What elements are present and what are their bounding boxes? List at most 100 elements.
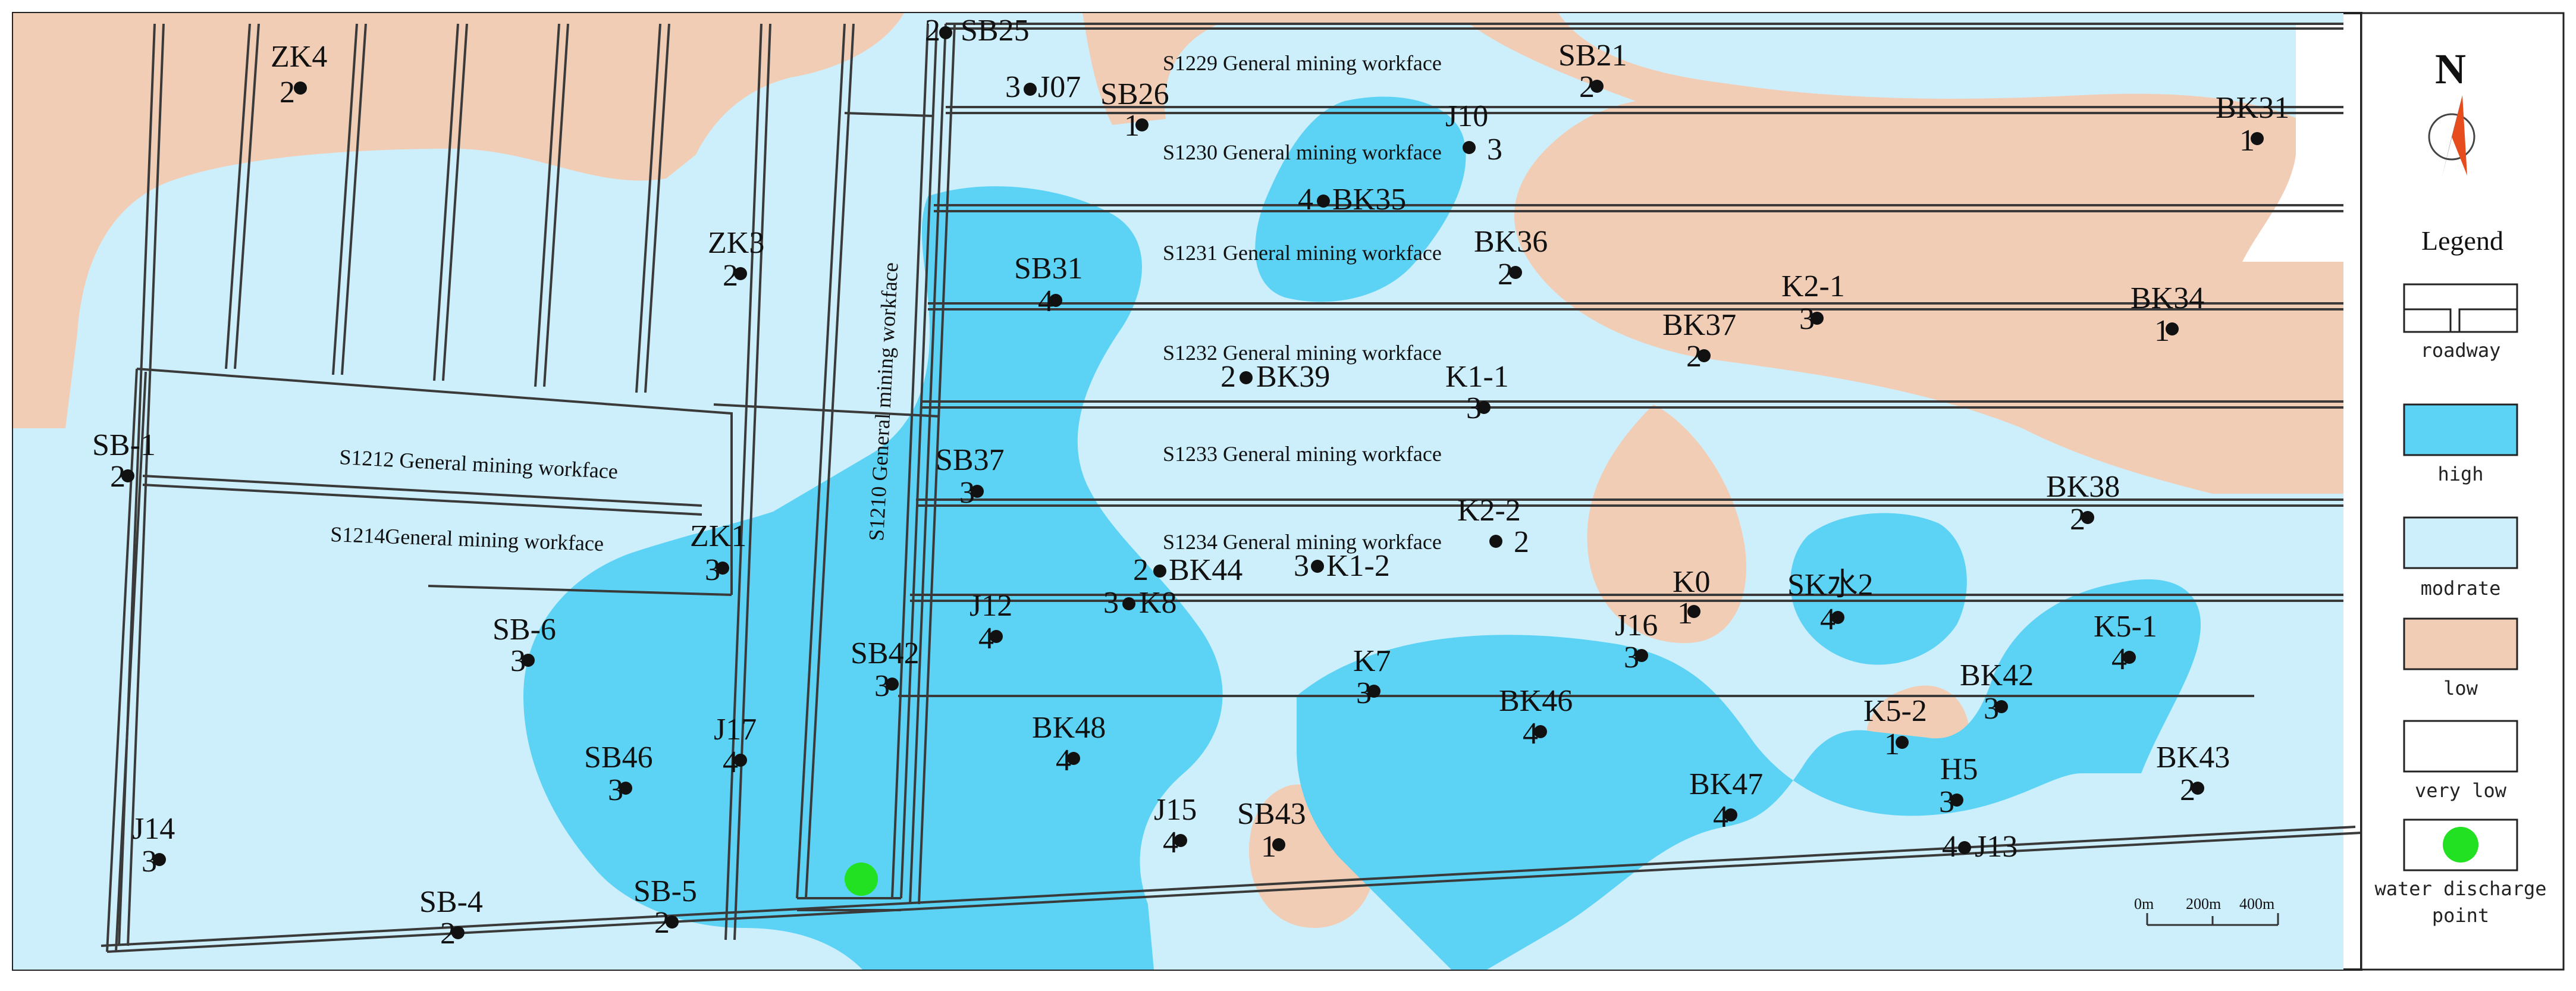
borehole-dot: [1317, 195, 1330, 208]
borehole-dot: [619, 782, 632, 795]
borehole-name: K2-1: [1781, 269, 1845, 303]
borehole-dot: [1024, 83, 1037, 96]
scale-bar: 0m 200m 400m: [2134, 895, 2279, 926]
borehole-name: J10: [1445, 99, 1488, 133]
borehole-dot: [451, 926, 465, 939]
label-s1231: S1231 General mining workface: [1163, 241, 1442, 265]
scale-label-0: 0m: [2134, 895, 2154, 912]
borehole-dot: [1489, 535, 1502, 548]
borehole-SB-4: SB-42: [419, 885, 483, 951]
scale-label-400: 400m: [2239, 895, 2274, 912]
borehole-dot: [716, 562, 729, 575]
legend-title: Legend: [2421, 225, 2503, 256]
borehole-class: 3: [1294, 549, 1309, 583]
borehole-name: J12: [969, 589, 1012, 623]
legend-item-roadway: roadway: [2403, 283, 2518, 362]
borehole-dot: [1724, 808, 1737, 821]
legend-item-very-low: very low: [2403, 720, 2518, 802]
borehole-class: 2: [280, 76, 295, 109]
borehole-class: 3: [1103, 586, 1119, 620]
borehole-class: 2: [2070, 503, 2085, 537]
borehole-class: 4: [2111, 642, 2127, 676]
borehole-dot: [1950, 794, 1963, 807]
label-s1232: S1232 General mining workface: [1163, 341, 1442, 365]
borehole-name: BK46: [1499, 684, 1573, 718]
borehole-class: 4: [1163, 826, 1178, 860]
legend-label-discharge-1: water discharge: [2375, 877, 2547, 900]
borehole-dot: [1958, 841, 1971, 854]
label-s1230: S1230 General mining workface: [1163, 140, 1442, 164]
borehole-dot: [734, 754, 747, 767]
borehole-name: SB25: [961, 14, 1030, 48]
legend-label-very-low: very low: [2415, 779, 2507, 802]
legend-label-high: high: [2437, 463, 2483, 485]
borehole-name: BK34: [2131, 281, 2204, 315]
borehole-name: SB-4: [419, 885, 483, 919]
legend-label-discharge-2: point: [2432, 904, 2489, 927]
borehole-dot: [666, 915, 679, 929]
borehole-class: 3: [959, 476, 975, 510]
borehole-SB-6: SB-63: [492, 613, 556, 678]
borehole-name: K7: [1353, 644, 1391, 678]
borehole-class: 4: [1056, 744, 1071, 777]
borehole-class: 1: [1124, 109, 1140, 143]
borehole-K5-2: K5-21: [1863, 694, 1927, 761]
borehole-dot: [2081, 511, 2094, 524]
roadways: [101, 23, 2362, 953]
borehole-class: 2: [1579, 70, 1595, 104]
borehole-class: 1: [1261, 830, 1276, 864]
borehole-name: SB42: [851, 636, 920, 670]
borehole-class: 3: [142, 845, 157, 879]
borehole-class: 4: [1523, 717, 1538, 751]
borehole-dot: [1698, 349, 1711, 362]
borehole-class: 2: [1514, 525, 1529, 559]
borehole-name: SK水2: [1787, 568, 1873, 602]
borehole-class: 4: [1298, 183, 1313, 217]
borehole-class: 1: [2239, 124, 2255, 158]
borehole-class: 2: [723, 259, 738, 293]
borehole-K1-2: K1-23: [1294, 549, 1390, 583]
borehole-class: 2: [110, 460, 125, 494]
borehole-dot: [2123, 651, 2136, 664]
label-s1229: S1229 General mining workface: [1163, 51, 1442, 75]
borehole-name: BK39: [1256, 360, 1330, 394]
borehole-name: BK37: [1662, 308, 1736, 342]
borehole-class: 3: [705, 553, 720, 587]
borehole-class: 1: [1677, 597, 1693, 631]
borehole-class: 3: [1624, 641, 1639, 675]
borehole-class: 2: [654, 906, 670, 940]
borehole-class: 3: [1466, 391, 1482, 425]
borehole-name: SB-6: [492, 613, 556, 647]
borehole-dot: [121, 469, 134, 482]
borehole-name: K1-1: [1445, 360, 1509, 394]
borehole-class: 3: [1356, 676, 1372, 710]
borehole-name: ZK3: [708, 226, 764, 260]
borehole-K8: K8 3: [1103, 586, 1177, 620]
scale-label-200: 200m: [2186, 895, 2221, 912]
borehole-name: J15: [1154, 793, 1197, 827]
borehole-dot: [1272, 838, 1285, 851]
label-s1234: S1234 General mining workface: [1163, 530, 1442, 554]
borehole-name: J07: [1038, 70, 1081, 104]
borehole-class: 4: [723, 745, 738, 779]
borehole-dot: [990, 630, 1003, 643]
borehole-name: K8: [1139, 586, 1177, 620]
borehole-dot: [1896, 736, 1909, 749]
borehole-class: 2: [1498, 258, 1513, 291]
borehole-class: 1: [2154, 314, 2170, 348]
borehole-name: ZK1: [690, 519, 746, 553]
